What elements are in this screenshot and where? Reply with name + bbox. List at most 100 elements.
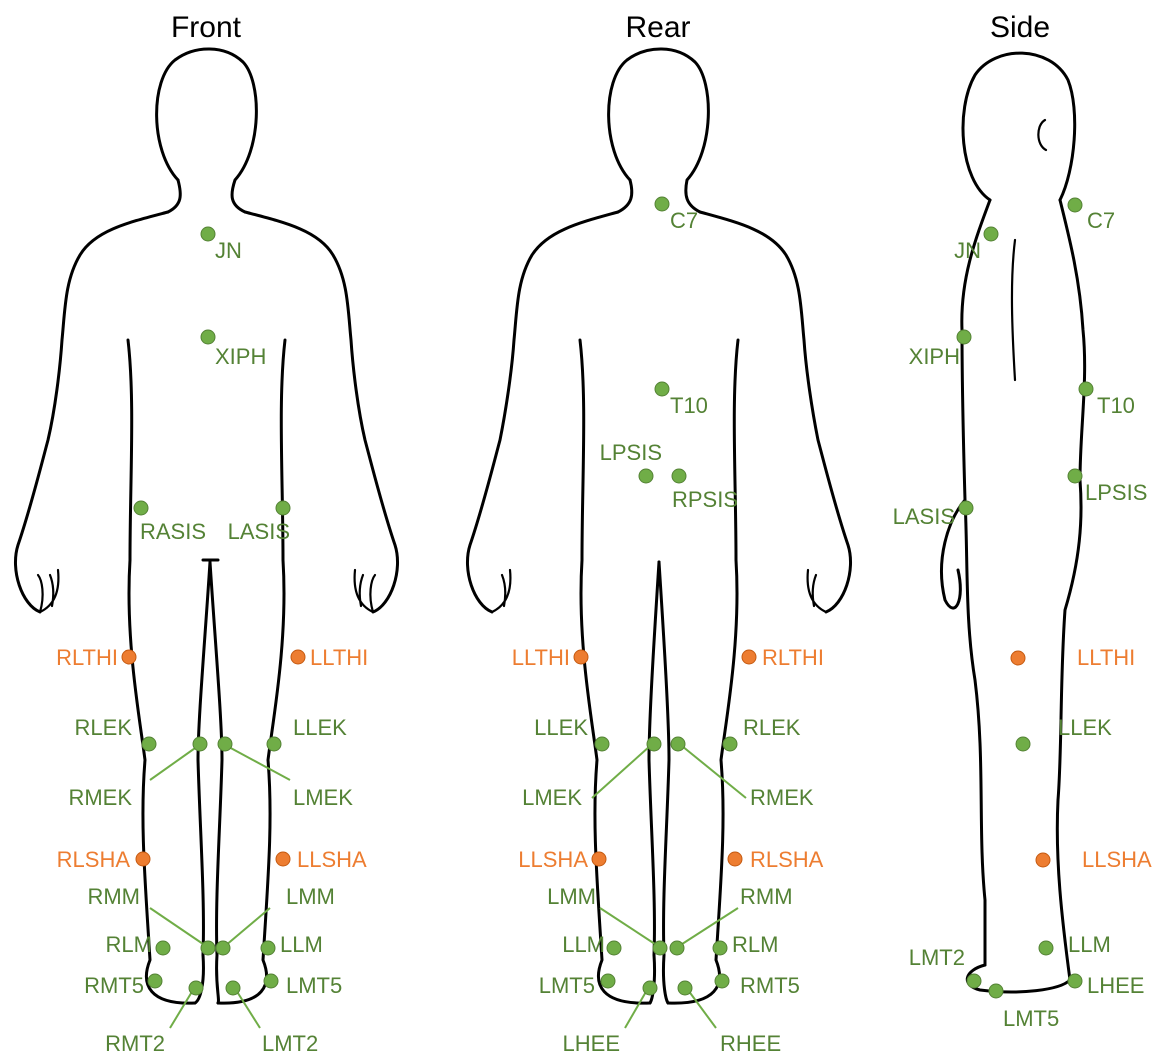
front-rmt2-label: RMT2 (105, 1031, 165, 1056)
side-llsha-label: LLSHA (1082, 847, 1152, 872)
marker-labels: JN XIPH RASIS LASIS RLTHI LLTHI RLEK LLEK RMEK LM… (56, 208, 1152, 1056)
view-title-rear: Rear (625, 11, 690, 44)
front-rmt2-leader-line (170, 990, 193, 1028)
rear-rmm-leader-line (679, 908, 738, 946)
side-jn-label: JN (954, 238, 981, 263)
rear-t10-marker (655, 382, 669, 396)
front-rlek-marker (142, 737, 156, 751)
front-rmt5-label: RMT5 (84, 973, 144, 998)
rear-lhee-label: LHEE (563, 1031, 620, 1056)
side-lhee-label: LHEE (1087, 973, 1144, 998)
rear-lmm-label: LMM (547, 884, 596, 909)
front-rmm-marker (201, 941, 215, 955)
rear-lpsis-marker (639, 469, 653, 483)
side-c7-marker (1068, 198, 1082, 212)
front-rmek-leader-line (150, 746, 198, 780)
front-rmm-label: RMM (87, 884, 140, 909)
front-lmm-label: LMM (286, 884, 335, 909)
rear-lhee-leader-line (625, 990, 647, 1028)
rear-rpsis-marker (672, 469, 686, 483)
side-llek-label: LLEK (1058, 715, 1112, 740)
rear-rlm-label: RLM (732, 932, 778, 957)
rear-rlthi-label: RLTHI (762, 645, 824, 670)
front-lasis-marker (276, 501, 290, 515)
side-lmt2-marker (967, 974, 981, 988)
front-lmt2-marker (226, 981, 240, 995)
front-llthi-marker (291, 650, 305, 664)
front-rlsha-label: RLSHA (57, 847, 131, 872)
front-rmt5-marker (148, 974, 162, 988)
side-t10-label: T10 (1097, 393, 1135, 418)
front-llek-label: LLEK (293, 715, 347, 740)
front-rlm-label: RLM (106, 932, 152, 957)
rear-rlsha-marker (728, 852, 742, 866)
front-rlsha-marker (136, 852, 150, 866)
view-title-front: Front (171, 11, 242, 44)
side-t10-marker (1079, 382, 1093, 396)
front-rlthi-label: RLTHI (56, 645, 118, 670)
side-lmt5-marker (989, 984, 1003, 998)
rear-rmt5-marker (715, 974, 729, 988)
rear-llek-marker (595, 737, 609, 751)
rear-rmek-leader-line (682, 746, 746, 798)
side-lhee-marker (1068, 974, 1082, 988)
rear-rhee-leader-line (688, 990, 716, 1028)
front-rlm-marker (156, 941, 170, 955)
view-title-side: Side (990, 11, 1050, 44)
side-lpsis-marker (1068, 469, 1082, 483)
rear-rmek-label: RMEK (750, 785, 814, 810)
front-rmm-leader-line (150, 908, 206, 946)
front-rasis-label: RASIS (140, 519, 206, 544)
side-lpsis-label: LPSIS (1085, 480, 1147, 505)
side-llm-marker (1039, 941, 1053, 955)
front-rmek-marker (193, 737, 207, 751)
side-lmt5-label: LMT5 (1003, 1006, 1059, 1031)
side-llthi-marker (1011, 651, 1025, 665)
front-lmt5-label: LMT5 (286, 973, 342, 998)
side-lmt2-label: LMT2 (909, 945, 965, 970)
front-lasis-label: LASIS (228, 519, 290, 544)
front-lmt5-marker (264, 974, 278, 988)
front-llek-marker (267, 737, 281, 751)
front-rlek-label: RLEK (75, 715, 133, 740)
front-rasis-marker (134, 501, 148, 515)
rear-rlthi-marker (742, 650, 756, 664)
rear-c7-label: C7 (670, 208, 698, 233)
front-jn-marker (201, 227, 215, 241)
rear-rhee-marker (678, 981, 692, 995)
rear-lmt5-label: LMT5 (539, 973, 595, 998)
front-lmek-marker (218, 737, 232, 751)
front-lmt2-label: LMT2 (262, 1031, 318, 1056)
side-llsha-marker (1036, 853, 1050, 867)
front-rlthi-marker (122, 650, 136, 664)
rear-rhee-label: RHEE (720, 1031, 781, 1056)
front-xiph-label: XIPH (215, 344, 266, 369)
front-llm-marker (261, 941, 275, 955)
rear-rlm-marker (713, 941, 727, 955)
front-xiph-marker (201, 330, 215, 344)
rear-c7-marker (655, 197, 669, 211)
front-rmek-label: RMEK (68, 785, 132, 810)
rear-rmm-label: RMM (740, 884, 793, 909)
rear-llthi-label: LLTHI (512, 645, 570, 670)
side-body-outline (942, 53, 1085, 992)
side-c7-label: C7 (1087, 208, 1115, 233)
rear-llm-label: LLM (562, 932, 605, 957)
rear-rmm-marker (670, 941, 684, 955)
rear-lpsis-label: LPSIS (600, 440, 662, 465)
rear-rpsis-label: RPSIS (672, 487, 738, 512)
rear-t10-label: T10 (670, 393, 708, 418)
front-lmek-label: LMEK (293, 785, 353, 810)
side-xiph-marker (957, 330, 971, 344)
rear-llek-label: LLEK (534, 715, 588, 740)
front-llsha-marker (276, 852, 290, 866)
front-llm-label: LLM (280, 932, 323, 957)
rear-lhee-marker (643, 981, 657, 995)
rear-lmm-leader-line (600, 908, 658, 946)
side-jn-marker (984, 227, 998, 241)
side-llm-label: LLM (1068, 932, 1111, 957)
side-lasis-marker (959, 501, 973, 515)
rear-rmt5-label: RMT5 (740, 973, 800, 998)
